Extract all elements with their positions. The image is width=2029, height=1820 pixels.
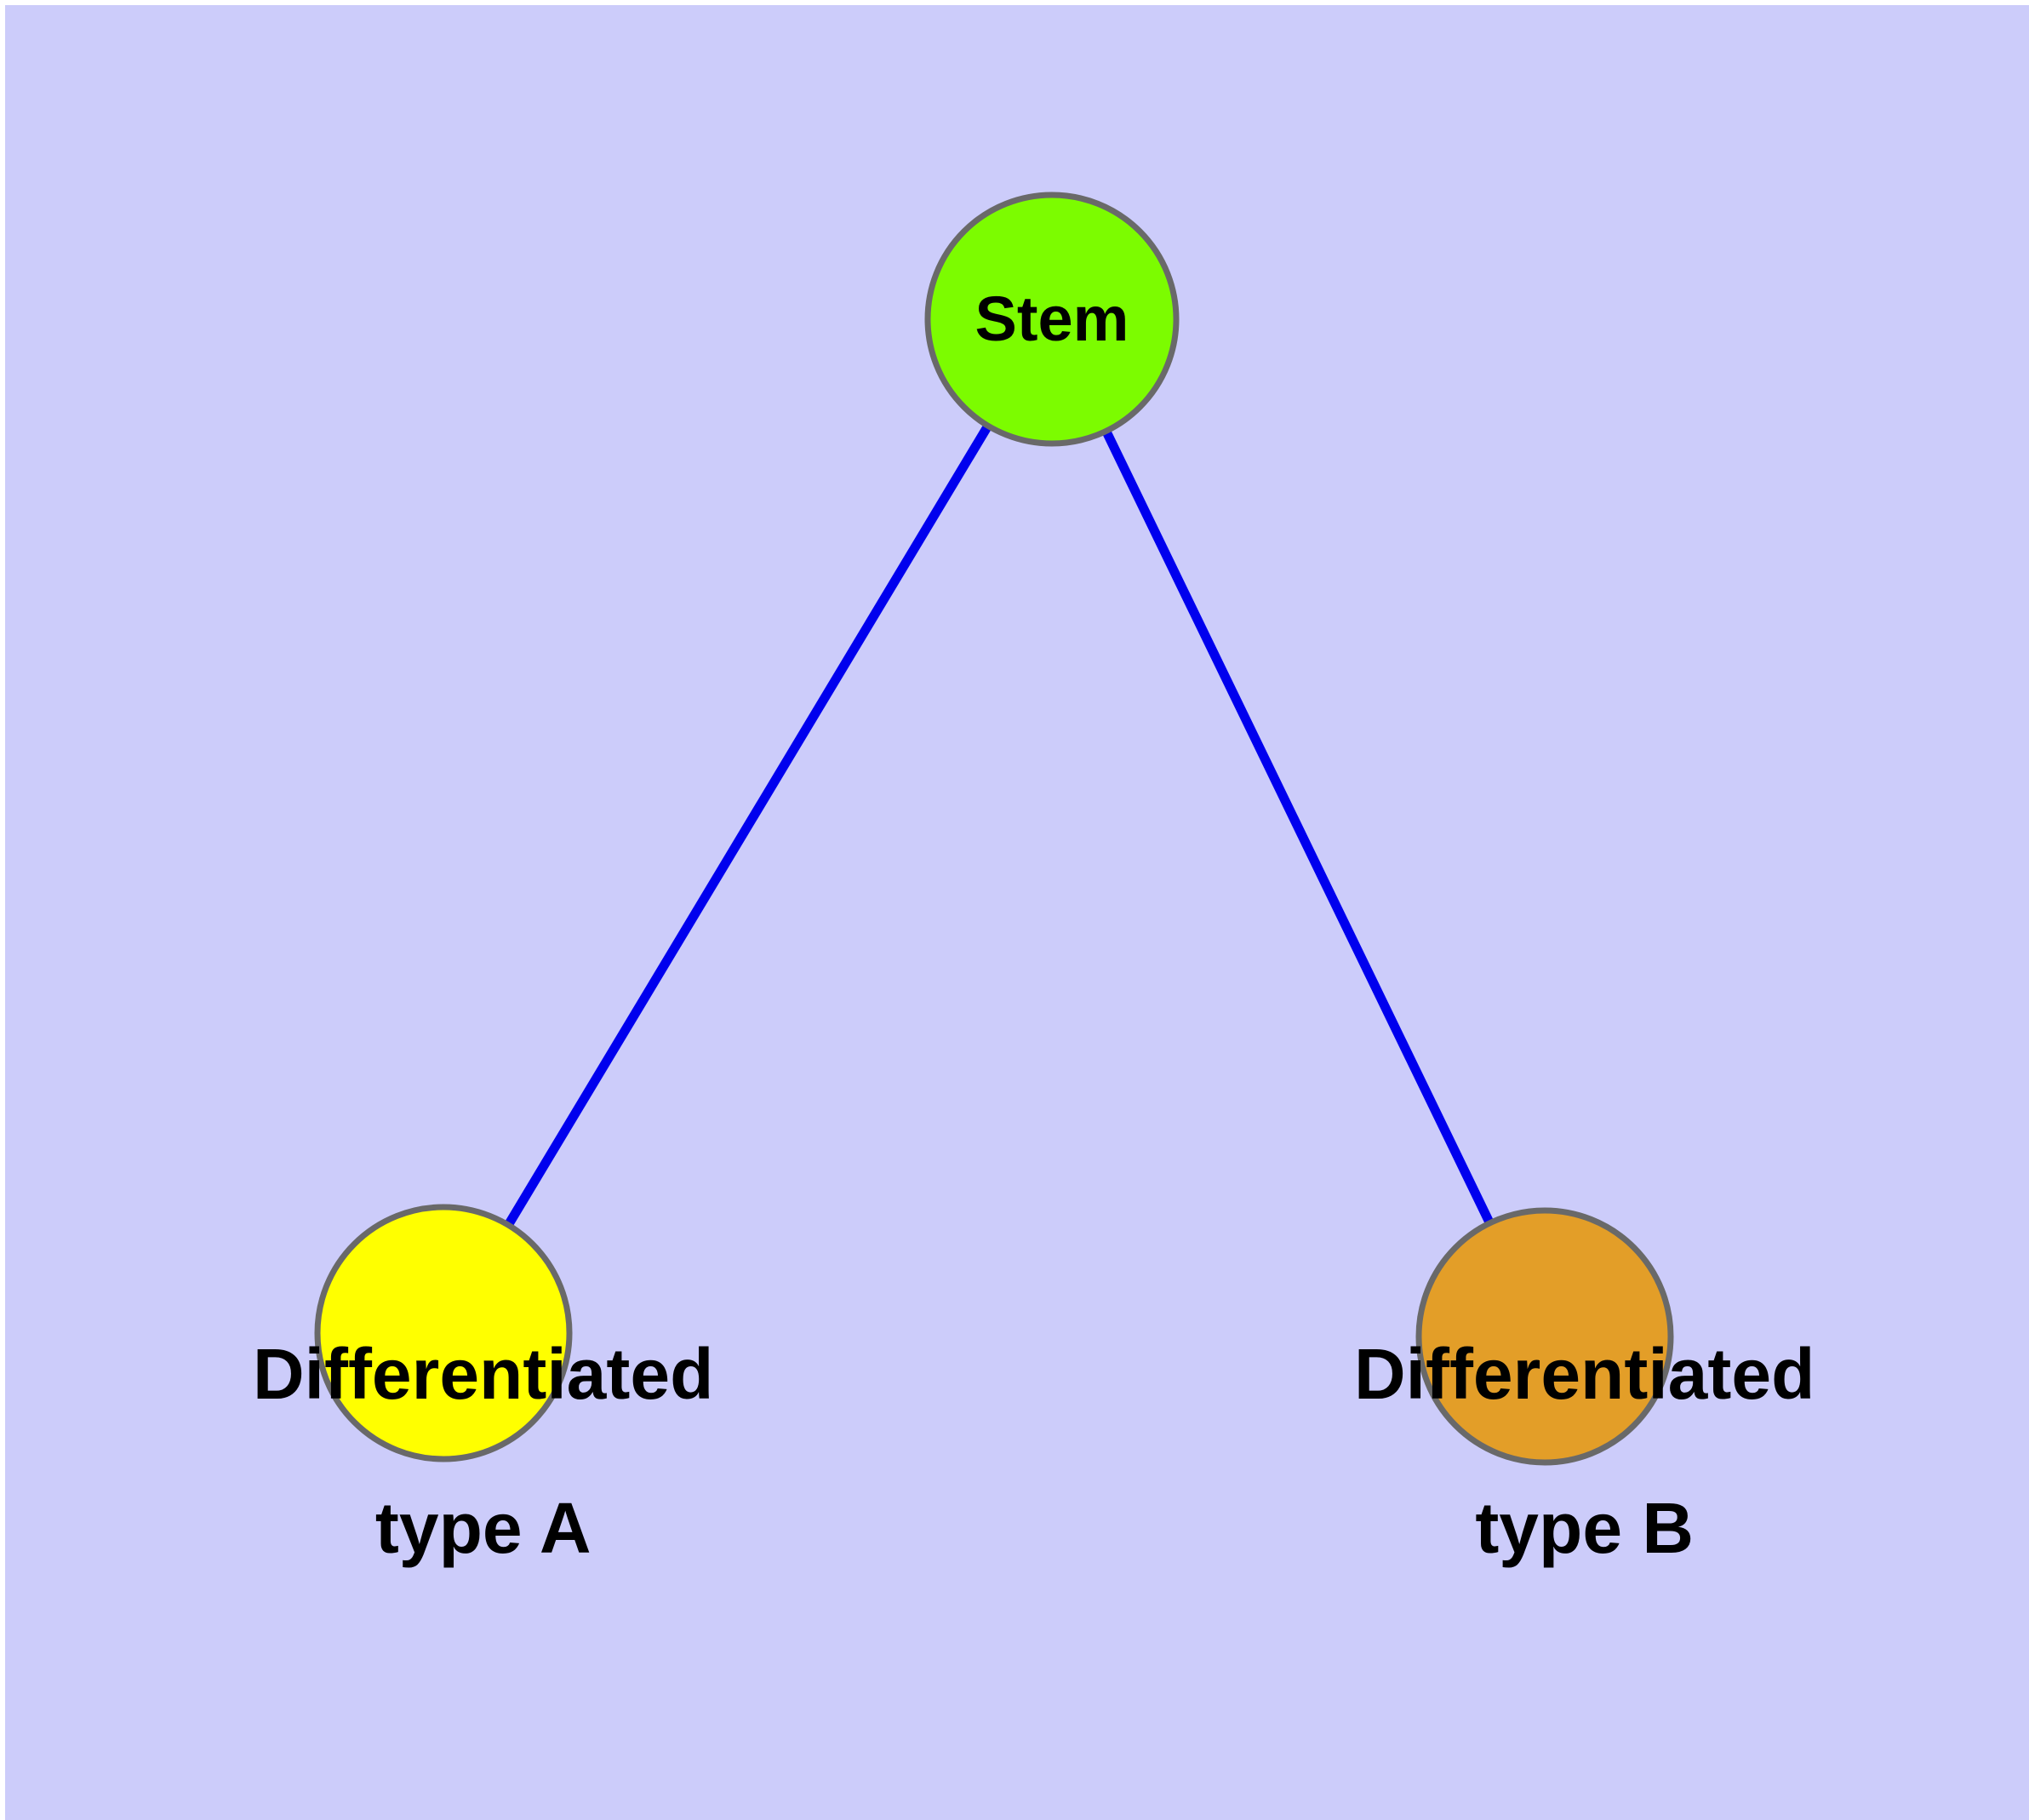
edge-layer xyxy=(439,317,1549,1339)
edge-stem-to-diff-a xyxy=(439,317,1056,1336)
node-diff-b-circle[interactable] xyxy=(1415,1207,1674,1466)
node-diff-a-circle[interactable] xyxy=(314,1204,573,1462)
edge-stem-to-diff-b xyxy=(1048,317,1549,1339)
node-layer xyxy=(314,192,1674,1466)
node-stem-circle[interactable] xyxy=(924,192,1180,447)
